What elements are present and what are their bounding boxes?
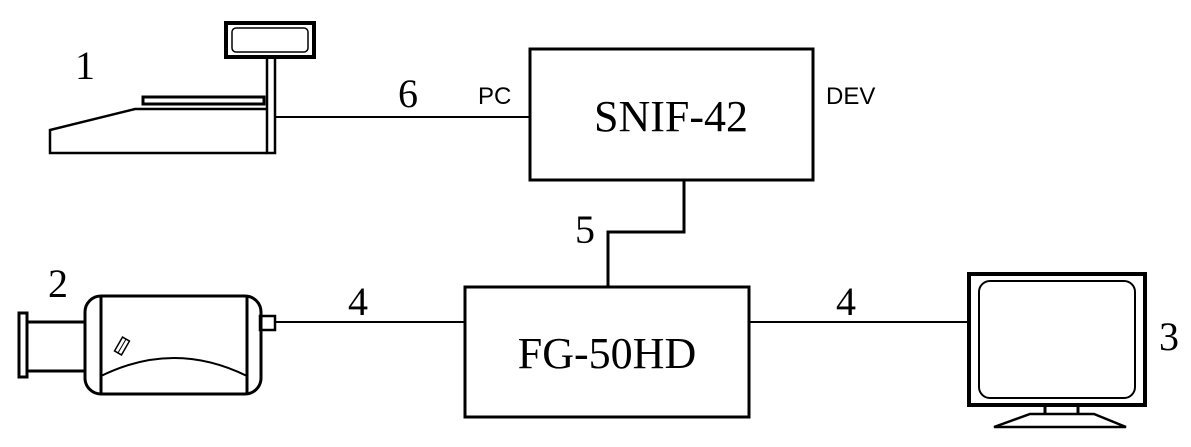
scale-stem [265, 55, 277, 155]
weighing-scale-icon [48, 21, 316, 155]
device-number-1: 1 [75, 43, 95, 88]
scale-base [48, 107, 267, 155]
scale-display-screen [231, 27, 309, 53]
device-number-3: 3 [1159, 314, 1179, 359]
port-label-dev: DEV [826, 83, 875, 110]
fg-50hd-label: FG-50HD [518, 329, 696, 378]
video-camera-icon [17, 294, 277, 396]
camera-lens-tube [27, 320, 85, 373]
connection-label-6: 6 [398, 71, 418, 116]
snif-42-label: SNIF-42 [594, 92, 748, 141]
snif-42-block [528, 47, 815, 182]
monitor-icon [967, 272, 1147, 429]
connection-5-line [606, 180, 686, 287]
scale-platform [141, 95, 266, 106]
port-label-pc: PC [478, 83, 511, 110]
connection-label-5: 5 [575, 207, 595, 252]
device-number-2: 2 [48, 261, 68, 306]
camera-indicator [113, 336, 131, 356]
fg-50hd-block [463, 285, 751, 419]
camera-body-curve [100, 357, 248, 377]
camera-lens-flange [17, 311, 29, 379]
monitor-screen [978, 280, 1136, 399]
monitor-frame [967, 272, 1147, 407]
camera-body [83, 294, 263, 396]
connection-label-4-camera: 4 [348, 279, 368, 324]
connection-label-4-monitor: 4 [836, 279, 856, 324]
monitor-neck [1043, 405, 1080, 414]
monitor-base [993, 412, 1127, 429]
